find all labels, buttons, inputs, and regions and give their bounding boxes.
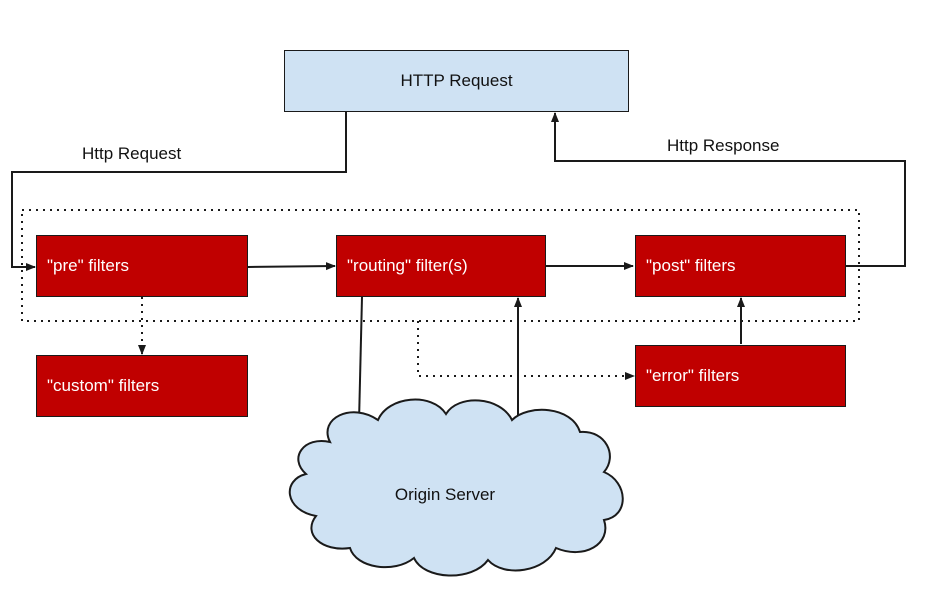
routing-filters-box: "routing" filter(s) — [336, 235, 546, 297]
post-filters-box: "post" filters — [635, 235, 846, 297]
error-filters-box: "error" filters — [635, 345, 846, 407]
http-response-connector — [551, 112, 906, 267]
custom-filters-label: "custom" filters — [47, 376, 160, 395]
error-filters-label: "error" filters — [646, 366, 740, 385]
post-filters-label: "post" filters — [646, 256, 736, 275]
filter-chain-boundary — [21, 209, 860, 322]
http-request-box-label: HTTP Request — [400, 71, 513, 90]
pre-filters-label: "pre" filters — [47, 256, 129, 275]
custom-filters-box: "custom" filters — [36, 355, 248, 417]
http-request-connector — [11, 112, 347, 271]
pre-to-routing-arrow — [247, 262, 336, 271]
http-request-edge-label: Http Request — [82, 144, 182, 163]
http-response-edge-label: Http Response — [667, 136, 780, 155]
routing-filters-label: "routing" filter(s) — [347, 256, 468, 275]
origin-server-cloud — [288, 398, 624, 577]
routing-to-error-arrow — [417, 321, 635, 380]
routing-to-origin-arrow — [355, 296, 364, 423]
pre-filters-box: "pre" filters — [36, 235, 248, 297]
http-request-box: HTTP Request — [284, 50, 629, 112]
origin-server-label: Origin Server — [394, 485, 496, 504]
